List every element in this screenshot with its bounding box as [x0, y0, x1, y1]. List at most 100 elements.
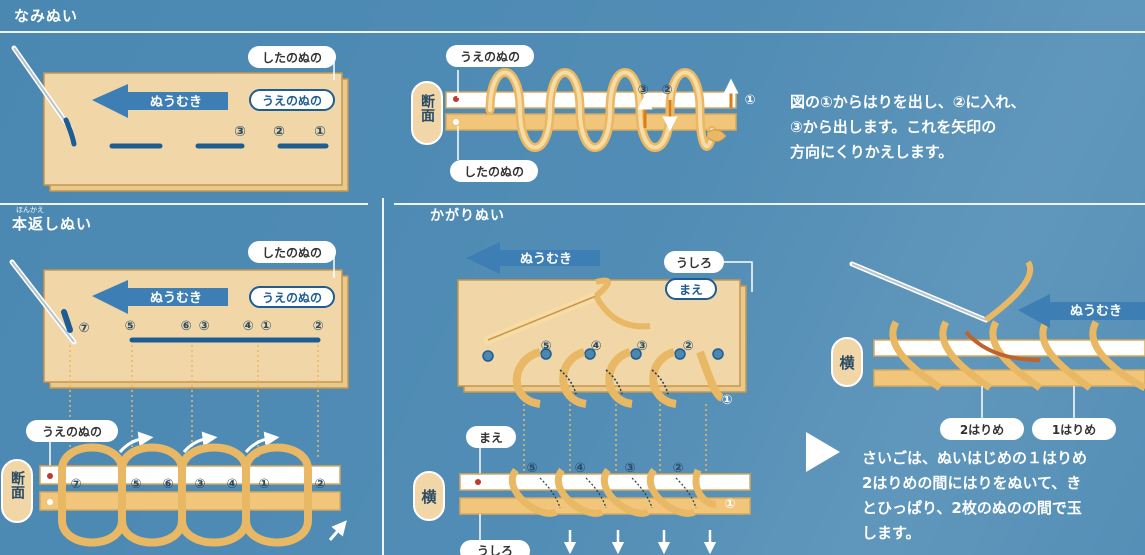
instruction-nami-line-2: ③から出します。これを矢印の	[790, 118, 997, 136]
honkaeshi-cross-section: ⑦ ⑤ ⑥ ③ ④ ① ②	[39, 443, 341, 547]
honkaeshi-curve-arrows	[118, 431, 347, 541]
kagari-ushiro-bottom: うしろ	[460, 514, 530, 555]
nami-marker-3: ③	[234, 124, 246, 140]
nami-marker-1: ①	[314, 124, 326, 140]
instruction-nami-line-3: 方向にくりかえします。	[790, 143, 954, 161]
hkcs-marker-3: ③	[194, 477, 205, 492]
honkaeshi-ue-callout: うえのぬの	[26, 420, 118, 478]
kagari-direction-arrow: ぬうむき	[466, 242, 600, 274]
center-divider	[382, 198, 384, 555]
hk-marker-7: ⑦	[78, 321, 89, 336]
final-yoko-badge: 横	[831, 337, 863, 387]
section-title-honkaeshi: 本返しぬい	[12, 215, 93, 233]
kagari-arrow-label: ぬうむき	[520, 252, 572, 267]
final-yoko-label: 横	[839, 354, 855, 372]
hk-ue-callout-label: うえのぬの	[42, 425, 102, 439]
instruction-kagari: さいごは、ぬいはじめの１はりめ 2はりめの間にはりをぬいて、き とひっぱり、2枚…	[862, 446, 1087, 546]
final-hari-labels: 2はりめ 1はりめ	[940, 386, 1116, 440]
hkcs-marker-1: ①	[258, 477, 269, 492]
final-fabric	[873, 320, 1145, 392]
hk-marker-3: ③	[198, 319, 209, 334]
honkaeshi-label-shita: したのぬの	[248, 241, 336, 278]
hari-2-label: 2はりめ	[960, 423, 1004, 437]
kg-marker-1: ①	[721, 393, 732, 408]
hk-marker-6: ⑥	[180, 319, 191, 334]
hkcs-marker-6: ⑥	[162, 477, 173, 492]
nami-cs-label-shita: したのぬの	[450, 126, 538, 182]
nami-direction-arrow: ぬうむき	[92, 84, 228, 118]
section-ruby-honkaeshi: ほんかえ	[16, 206, 44, 214]
kgcs-marker-2: ②	[672, 461, 683, 476]
mid-divider-right	[394, 203, 1145, 205]
nami-numbers: ③ ② ①	[234, 124, 326, 140]
kagari-numbers: ⑤ ④ ③ ② ①	[540, 339, 732, 408]
mid-divider-left	[0, 203, 368, 205]
honkaeshi-label-ue: うえのぬの	[249, 286, 335, 308]
nami-marker-2: ②	[273, 124, 285, 140]
hk-danmen-label: 断面	[9, 470, 25, 500]
nami-label-ue: うえのぬの	[249, 89, 335, 111]
hkcs-marker-7: ⑦	[70, 477, 81, 492]
honkaeshi-direction-arrow: ぬうむき	[92, 280, 228, 314]
kg-marker-4: ④	[590, 339, 601, 354]
hk-marker-5: ⑤	[124, 319, 135, 334]
kagari-mae-callout: まえ	[466, 426, 516, 480]
hk-ue-label: うえのぬの	[262, 291, 322, 305]
kg-ushiro-label: うしろ	[676, 256, 712, 270]
kgcs-marker-5: ⑤	[526, 461, 537, 476]
kagari-label-ushiro: うしろ	[664, 251, 753, 292]
nami-arrow-label: ぬうむき	[150, 95, 202, 110]
kagari-loops	[512, 348, 725, 408]
kagari-holes	[482, 348, 724, 362]
hkcs-marker-2: ②	[314, 477, 325, 492]
nami-shita-label: したのぬの	[262, 51, 322, 65]
kg-ushiro-bottom-label: うしろ	[477, 544, 513, 555]
hkcs-marker-5: ⑤	[130, 477, 141, 492]
honkaeshi-numbers: ⑦ ⑤ ⑥ ③ ④ ① ②	[78, 319, 323, 336]
final-needle	[849, 260, 1034, 323]
hk-marker-2: ②	[312, 319, 323, 334]
kg-mae-label: まえ	[679, 283, 703, 297]
nami-ue-label: うえのぬの	[262, 94, 322, 108]
cs-shita-label: したのぬの	[464, 165, 524, 179]
kg-marker-3: ③	[636, 339, 647, 354]
cs-marker-3: ③	[637, 83, 648, 98]
final-arrow-label: ぬうむき	[1070, 304, 1122, 319]
danmen-label: 断面	[419, 93, 435, 123]
instruction-kagari-line-1: さいごは、ぬいはじめの１はりめ	[862, 449, 1088, 467]
nami-needle	[11, 45, 77, 147]
kagari-yoko-badge: 横	[413, 471, 445, 521]
hari-1-label: 1はりめ	[1052, 423, 1096, 437]
cs-ue-label: うえのぬの	[460, 50, 520, 64]
kg-marker-5: ⑤	[540, 339, 551, 354]
kagari-needle	[483, 277, 651, 345]
kagari-guides	[523, 404, 707, 476]
kg-yoko-label: 横	[421, 488, 437, 506]
honkaeshi-danmen-badge: 断面	[1, 459, 33, 523]
kg-mae-callout-label: まえ	[479, 431, 503, 445]
kagari-down-arrows	[563, 530, 717, 555]
kgcs-marker-1: ①	[724, 497, 735, 512]
kagari-cross-section: ⑤ ④ ③ ② ①	[459, 461, 751, 517]
honkaeshi-arrow-label: ぬうむき	[150, 291, 202, 306]
instruction-nami-line-1: 図の①からはりを出し、②に入れ、	[790, 93, 1026, 111]
instruction-kagari-line-3: とひっぱり、2枚のぬのの間で玉	[862, 499, 1082, 517]
honkaeshi-needle	[9, 259, 77, 345]
section-title-nami: なみぬい	[14, 7, 79, 25]
hk-marker-4: ④	[242, 319, 253, 334]
kgcs-marker-4: ④	[574, 461, 585, 476]
nami-cs-label-ue: うえのぬの	[446, 45, 534, 98]
nami-cross-section: ③ ② ①	[445, 68, 756, 152]
nami-danmen-badge: 断面	[411, 81, 443, 145]
next-step-triangle	[806, 432, 840, 472]
instruction-nami: 図の①からはりを出し、②に入れ、 ③から出します。これを矢印の 方向にくりかえし…	[790, 90, 1026, 165]
kagari-label-mae: まえ	[665, 278, 717, 300]
kgcs-marker-3: ③	[624, 461, 635, 476]
final-direction-arrow: ぬうむき	[1018, 294, 1145, 328]
instruction-kagari-line-2: 2はりめの間にはりをぬいて、き	[862, 474, 1082, 492]
section-title-kagari: かがりぬい	[430, 208, 505, 224]
nami-label-shita: したのぬの	[248, 46, 336, 80]
kg-marker-2: ②	[682, 339, 693, 354]
instruction-kagari-line-4: します。	[862, 524, 921, 542]
